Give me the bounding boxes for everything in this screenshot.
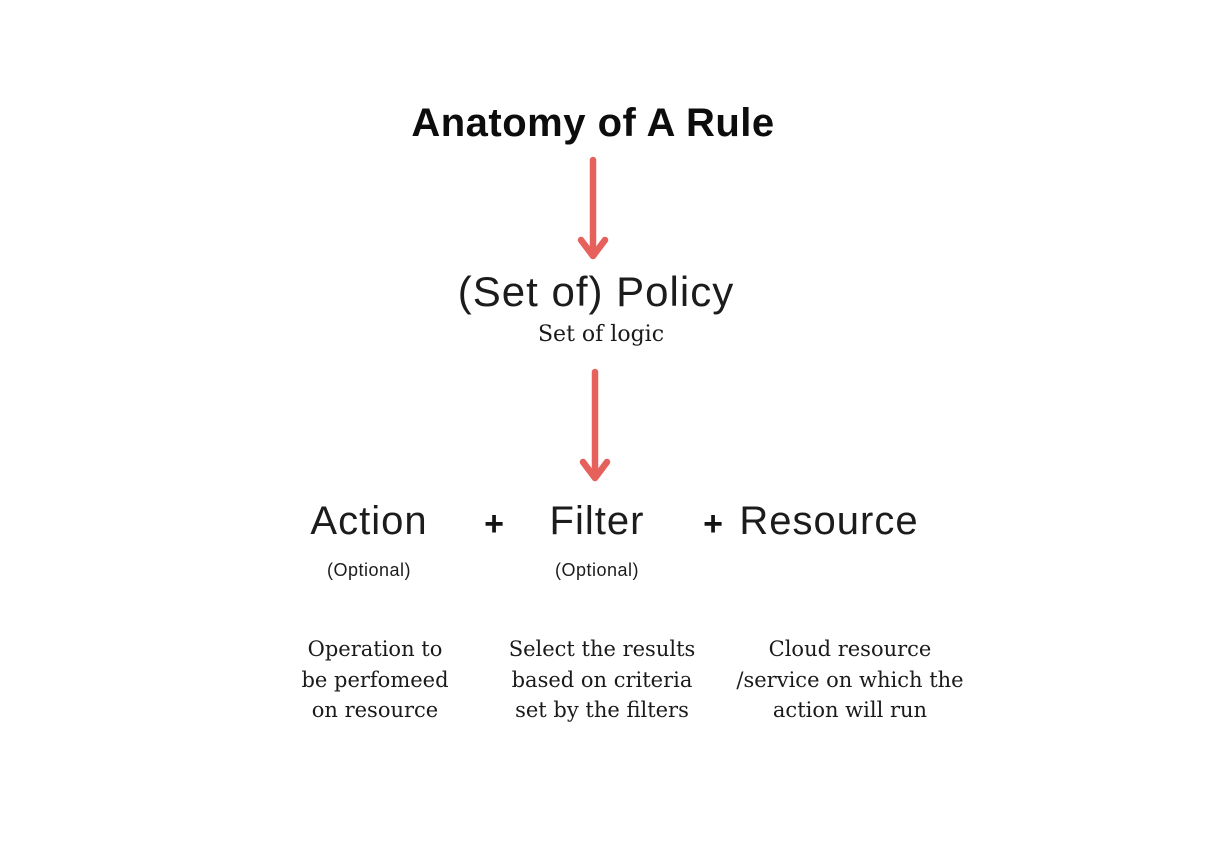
optional-note-filter: (Optional) bbox=[554, 560, 640, 580]
arrow-down-icon bbox=[577, 156, 609, 260]
arrow-down-icon bbox=[579, 368, 611, 482]
page-title: Anatomy of A Rule bbox=[411, 101, 775, 145]
component-resource-label: Resource bbox=[739, 499, 919, 543]
plus-separator: + bbox=[484, 505, 504, 543]
component-action-description: Operation to be perfomeed on resource bbox=[301, 637, 449, 722]
plus-separator: + bbox=[703, 505, 723, 543]
policy-label: (Set of) Policy bbox=[457, 268, 735, 315]
arrow-head bbox=[579, 458, 611, 482]
arrow-head bbox=[577, 236, 609, 260]
policy-sublabel: Set of logic bbox=[537, 322, 665, 347]
component-resource-description: Cloud resource /service on which the act… bbox=[736, 637, 964, 722]
optional-note-action: (Optional) bbox=[326, 560, 412, 580]
component-action-label: Action bbox=[310, 499, 428, 543]
component-filter-label: Filter bbox=[549, 499, 645, 543]
component-filter-description: Select the results based on criteria set… bbox=[508, 637, 696, 722]
